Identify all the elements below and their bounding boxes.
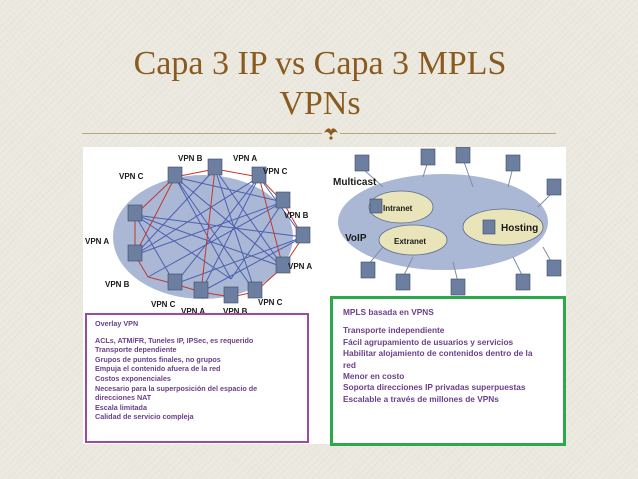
overlay-item: Empuja el contenido afuera de la red <box>95 364 221 374</box>
overlay-item: Necesario para la superposición del espa… <box>95 383 258 393</box>
mpls-item: Fácil agrupamiento de usuarios y servici… <box>343 336 514 347</box>
mpls-item: Menor en costo <box>343 371 405 382</box>
title-line-2: VPNs <box>279 85 361 122</box>
mpls-item: Escalable a través de millones de VPNs <box>343 393 499 404</box>
overlay-item: direcciones NAT <box>95 393 152 403</box>
label-vpn-a-left: VPN A <box>85 237 109 246</box>
label-voip: VoIP <box>345 233 367 244</box>
mpls-item: Transporte independiente <box>343 325 445 336</box>
label-extranet: Extranet <box>394 237 426 246</box>
overlay-item: Grupos de puntos finales, no grupos <box>95 354 221 364</box>
overlay-vpn-box: Overlay VPN ACLs, ATM/FR, Tuneles IP, IP… <box>85 313 309 443</box>
label-vpn-c-bottomleft: VPN C <box>151 300 176 309</box>
label-vpn-a-top: VPN A <box>233 154 257 163</box>
mpls-item: Habilitar alojamiento de contenidos dent… <box>343 348 533 359</box>
slide-title: Capa 3 IP vs Capa 3 MPLS VPNs <box>60 44 580 124</box>
mpls-network-diagram: Multicast VoIP Intranet Extranet Hosting <box>333 146 562 296</box>
provider-cloud <box>113 175 293 299</box>
title-divider <box>82 133 556 134</box>
label-vpn-a-bottom: VPN A <box>181 307 205 316</box>
label-vpn-c-topleft: VPN C <box>119 172 144 181</box>
overlay-item: Transporte dependiente <box>95 345 177 355</box>
mpls-item: Soporta direcciones IP privadas superpue… <box>343 382 526 393</box>
overlay-network-diagram: VPN B VPN A VPN C VPN C VPN B VPN A VPN … <box>85 154 312 316</box>
label-vpn-b-bottom: VPN B <box>223 307 248 316</box>
label-vpn-c-bottomright: VPN C <box>258 298 283 307</box>
mpls-heading: MPLS basada en VPNS <box>343 307 434 317</box>
mpls-vpn-box: MPLS basada en VPNS Transporte independi… <box>330 296 566 446</box>
overlay-item: Escala limitada <box>95 402 147 412</box>
mpls-item: red <box>343 359 356 370</box>
label-vpn-a-right: VPN A <box>288 262 312 271</box>
label-vpn-b-left: VPN B <box>105 280 130 289</box>
label-hosting: Hosting <box>501 223 538 234</box>
label-vpn-b-top: VPN B <box>178 154 203 163</box>
label-vpn-b-right: VPN B <box>284 211 309 220</box>
overlay-item: Costos exponenciales <box>95 373 171 383</box>
overlay-item: ACLs, ATM/FR, Tuneles IP, IPSec, es requ… <box>95 335 254 345</box>
label-intranet: Intranet <box>383 204 413 213</box>
title-line-1: Capa 3 IP vs Capa 3 MPLS <box>133 45 507 82</box>
overlay-heading: Overlay VPN <box>95 319 139 328</box>
overlay-item: Calidad de servicio compleja <box>95 412 194 422</box>
label-vpn-c-topright: VPN C <box>263 167 288 176</box>
label-multicast: Multicast <box>333 177 377 188</box>
bird-ornament-icon <box>322 124 340 142</box>
